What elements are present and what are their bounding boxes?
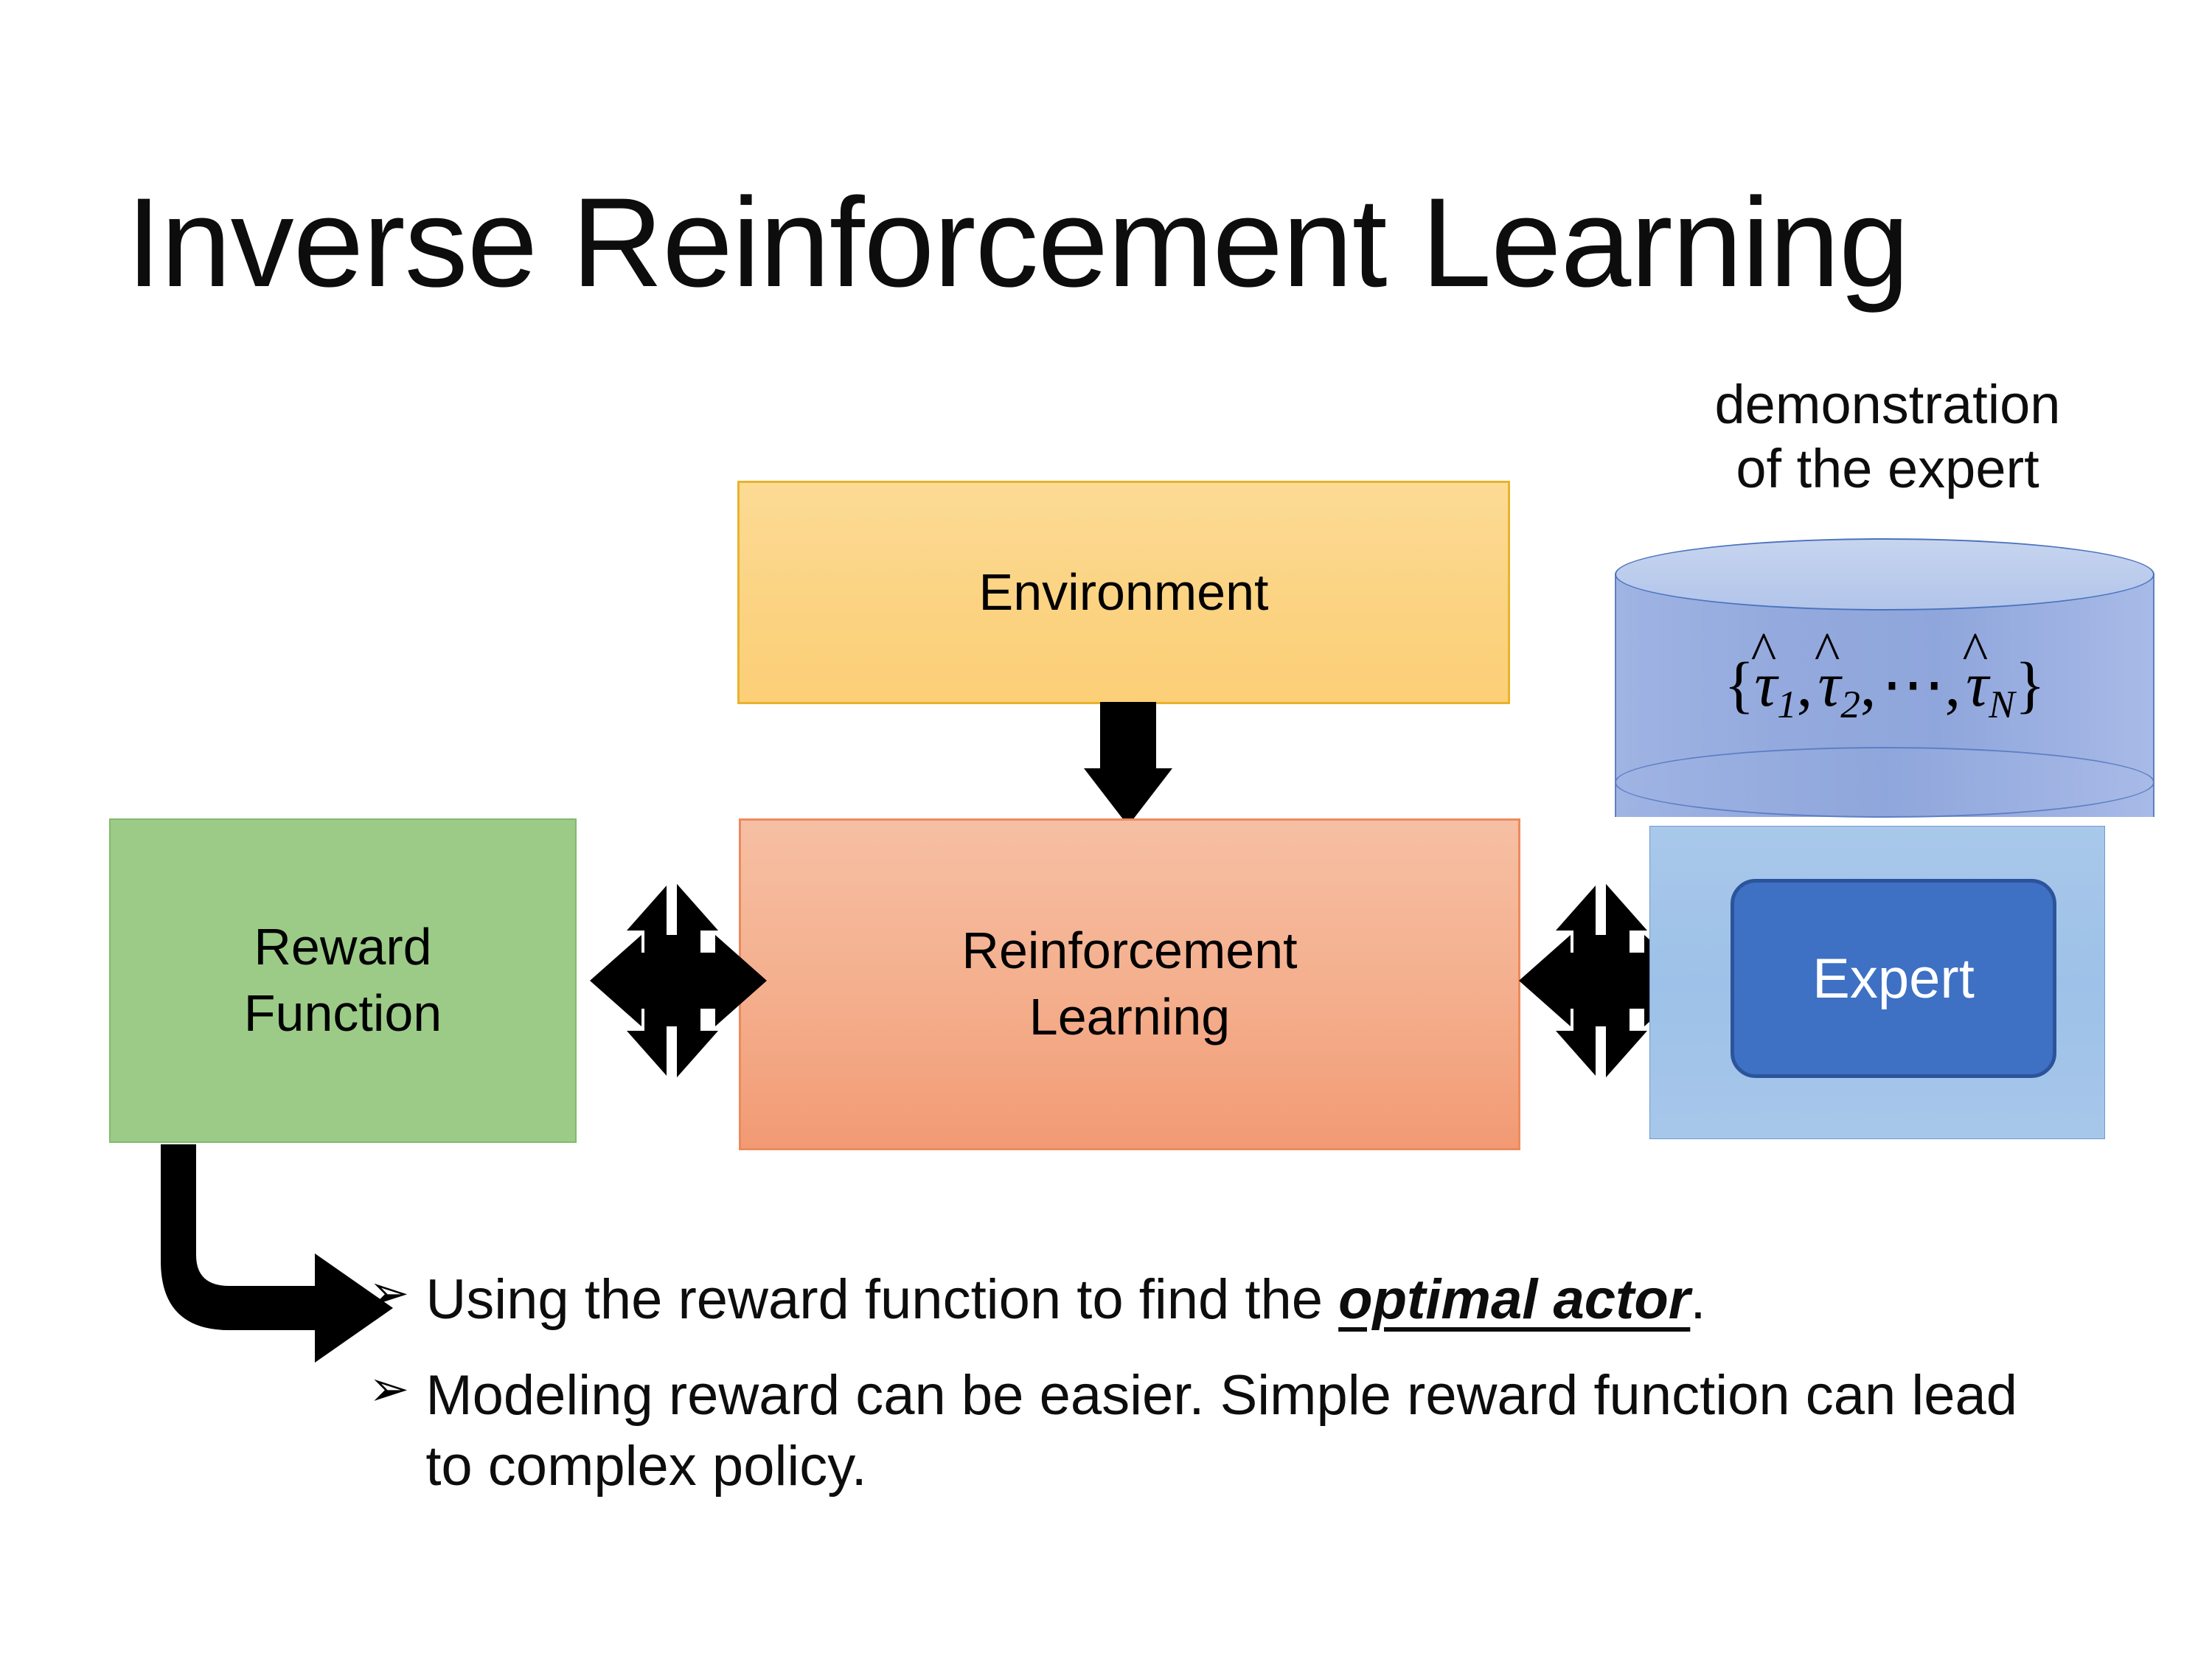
bullet-2-prefix: Modeling reward can be easier. Simple re… [425,1363,2018,1498]
formula-hat-1: ^ [1750,621,1777,682]
bullet-text-2: Modeling reward can be easier. Simple re… [425,1360,2028,1502]
rl-label-line2: Learning [1029,988,1231,1046]
bullet-1-emphasis: optimal actor [1338,1268,1691,1331]
bullet-arrow-icon: ➢ [369,1360,410,1416]
environment-box-label: Environment [978,563,1269,621]
demonstration-cylinder: {τ^1, τ^2, ⋯, τ^N} [1615,538,2154,848]
environment-box: Environment [737,481,1510,704]
formula-hat-2: ^ [1814,621,1840,682]
cylinder-formula: {τ^1, τ^2, ⋯, τ^N} [1615,621,2154,727]
bullet-text-1: Using the reward function to find the op… [425,1265,1705,1335]
bullet-list: ➢ Using the reward function to find the … [369,1265,2028,1526]
formula-sub-2: 2 [1840,681,1860,726]
formula-tau-n: τ [1966,649,1989,720]
cylinder-top [1615,538,2154,611]
formula-ellipsis: ⋯ [1881,649,1945,720]
formula-tau-1: τ [1754,649,1778,720]
bullet-1-suffix: . [1690,1268,1706,1331]
demonstration-caption-line1: demonstration [1714,374,2061,435]
formula-tau-2: τ [1818,649,1841,720]
formula-sub-n: N [1989,681,2015,726]
formula-comma-2: , [1860,649,1877,720]
down-arrow-icon [1084,702,1172,826]
bullet-1-prefix: Using the reward function to find the [425,1268,1339,1331]
reward-function-box-label: Reward Function [244,914,442,1046]
formula-comma-3: , [1944,649,1961,720]
formula-hat-n: ^ [1962,621,1989,682]
formula-open-brace: { [1724,649,1755,720]
demonstration-caption-line2: of the expert [1736,438,2039,500]
list-item: ➢ Modeling reward can be easier. Simple … [369,1360,2028,1502]
formula-comma-1: , [1796,649,1813,720]
reward-label-line1: Reward [254,918,432,976]
formula-sub-1: 1 [1777,681,1797,726]
expert-box-label: Expert [1812,947,1975,1010]
reward-label-line2: Function [243,984,442,1042]
list-item: ➢ Using the reward function to find the … [369,1265,2028,1335]
reward-function-box: Reward Function [109,818,577,1143]
formula-close-brace: } [2014,649,2045,720]
page-title: Inverse Reinforcement Learning [126,172,1910,313]
bent-arrow-icon [159,1144,402,1380]
bullet-arrow-icon: ➢ [369,1265,410,1320]
demonstration-caption: demonstration of the expert [1633,372,2142,501]
four-way-arrow-icon-left [590,870,767,1091]
cylinder-bottom [1615,747,2154,818]
expert-box: Expert [1731,879,2056,1078]
reinforcement-learning-box-label: Reinforcement Learning [961,918,1297,1050]
reinforcement-learning-box: Reinforcement Learning [739,818,1520,1150]
rl-label-line1: Reinforcement [961,922,1298,980]
